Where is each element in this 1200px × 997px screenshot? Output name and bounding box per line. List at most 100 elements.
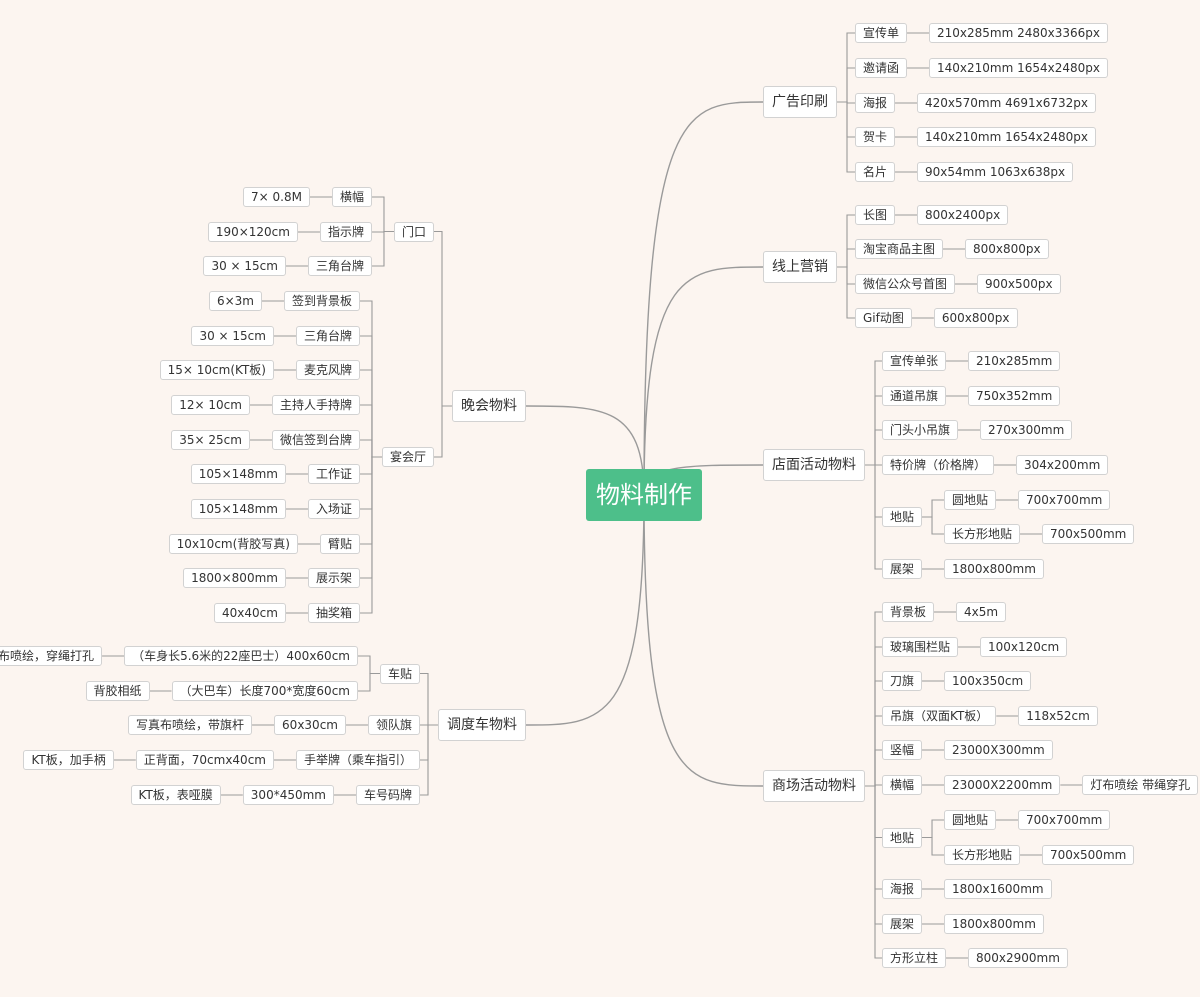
node-d3-86[interactable]: （车身长5.6米的22座巴士）400x60cm bbox=[124, 646, 358, 666]
node-d3-9[interactable]: 90x54mm 1063x638px bbox=[917, 162, 1074, 182]
node-d3-56[interactable]: 800x2900mm bbox=[968, 948, 1068, 968]
branch-node-2[interactable]: 店面活动物料 bbox=[763, 449, 865, 481]
node-d2-39[interactable]: 吊旗（双面KT板） bbox=[882, 706, 997, 726]
node-d2-16[interactable]: Gif动图 bbox=[855, 308, 912, 328]
node-d3-60[interactable]: 指示牌 bbox=[319, 222, 372, 242]
node-d3-69[interactable]: 麦克风牌 bbox=[295, 360, 360, 380]
node-d3-77[interactable]: 入场证 bbox=[307, 499, 360, 519]
node-d2-4[interactable]: 海报 bbox=[855, 93, 896, 113]
node-d4-89[interactable]: 背胶相纸 bbox=[85, 681, 150, 701]
node-d2-26[interactable]: 地贴 bbox=[882, 507, 923, 527]
node-d3-7[interactable]: 140x210mm 1654x2480px bbox=[917, 127, 1097, 147]
node-d4-76[interactable]: 105×148mm bbox=[190, 464, 286, 484]
node-d2-0[interactable]: 宣传单 bbox=[855, 23, 908, 43]
node-d3-44[interactable]: 23000X2200mm bbox=[944, 775, 1061, 795]
node-d3-36[interactable]: 100x120cm bbox=[980, 637, 1068, 657]
node-d2-18[interactable]: 宣传单张 bbox=[882, 351, 947, 371]
node-d4-95[interactable]: KT板，加手柄 bbox=[23, 750, 114, 770]
node-d2-41[interactable]: 竖幅 bbox=[882, 740, 923, 760]
node-d3-54[interactable]: 1800x800mm bbox=[944, 914, 1044, 934]
node-d2-51[interactable]: 海报 bbox=[882, 879, 923, 899]
node-d2-22[interactable]: 门头小吊旗 bbox=[882, 420, 959, 440]
node-d4-48[interactable]: 700x700mm bbox=[1018, 810, 1111, 830]
node-d4-80[interactable]: 10x10cm(背胶写真) bbox=[168, 534, 298, 554]
node-d3-23[interactable]: 270x300mm bbox=[980, 420, 1073, 440]
node-d3-38[interactable]: 100x350cm bbox=[944, 671, 1032, 691]
node-d3-58[interactable]: 横幅 bbox=[331, 187, 372, 207]
node-d2-90[interactable]: 领队旗 bbox=[367, 715, 420, 735]
node-d2-24[interactable]: 特价牌（价格牌） bbox=[882, 455, 995, 475]
node-d4-98[interactable]: KT板，表哑膜 bbox=[130, 785, 221, 805]
node-d3-62[interactable]: 三角台牌 bbox=[307, 256, 372, 276]
branch-node-1[interactable]: 线上营销 bbox=[763, 251, 837, 283]
node-d2-20[interactable]: 通道吊旗 bbox=[882, 386, 947, 406]
root-node[interactable]: 物料制作 bbox=[586, 469, 702, 521]
node-d4-92[interactable]: 写真布喷绘，带旗杆 bbox=[128, 715, 253, 735]
node-d3-17[interactable]: 600x800px bbox=[933, 308, 1018, 328]
node-d3-13[interactable]: 800x800px bbox=[965, 239, 1049, 259]
node-d4-50[interactable]: 700x500mm bbox=[1042, 845, 1135, 865]
node-d4-63[interactable]: 30 × 15cm bbox=[203, 256, 286, 276]
node-d3-73[interactable]: 微信签到台牌 bbox=[271, 430, 360, 450]
node-d2-55[interactable]: 方形立柱 bbox=[882, 948, 947, 968]
node-d2-33[interactable]: 背景板 bbox=[882, 602, 935, 622]
node-d4-82[interactable]: 1800×800mm bbox=[183, 568, 286, 588]
node-d4-87[interactable]: 灯布喷绘，穿绳打孔 bbox=[0, 646, 103, 666]
node-d2-14[interactable]: 微信公众号首图 bbox=[855, 274, 956, 294]
node-d2-43[interactable]: 横幅 bbox=[882, 775, 923, 795]
node-d4-74[interactable]: 35× 25cm bbox=[171, 430, 250, 450]
node-d3-75[interactable]: 工作证 bbox=[307, 464, 360, 484]
node-d3-1[interactable]: 210x285mm 2480x3366px bbox=[929, 23, 1109, 43]
node-d4-45[interactable]: 灯布喷绘 带绳穿孔 bbox=[1082, 775, 1199, 795]
node-d2-10[interactable]: 长图 bbox=[855, 205, 896, 225]
node-d4-68[interactable]: 30 × 15cm bbox=[191, 326, 274, 346]
node-d2-8[interactable]: 名片 bbox=[855, 162, 896, 182]
node-d4-61[interactable]: 190×120cm bbox=[207, 222, 298, 242]
node-d3-11[interactable]: 800x2400px bbox=[917, 205, 1009, 225]
node-d2-2[interactable]: 邀请函 bbox=[855, 58, 908, 78]
node-d3-52[interactable]: 1800x1600mm bbox=[944, 879, 1052, 899]
node-d3-25[interactable]: 304x200mm bbox=[1016, 455, 1109, 475]
node-d4-72[interactable]: 12× 10cm bbox=[171, 395, 250, 415]
node-d3-71[interactable]: 主持人手持牌 bbox=[271, 395, 360, 415]
node-d4-70[interactable]: 15× 10cm(KT板) bbox=[159, 360, 274, 380]
node-d3-83[interactable]: 抽奖箱 bbox=[307, 603, 360, 623]
node-d3-91[interactable]: 60x30cm bbox=[274, 715, 346, 735]
node-d2-85[interactable]: 车贴 bbox=[379, 663, 420, 684]
node-d3-42[interactable]: 23000X300mm bbox=[944, 740, 1053, 760]
node-d3-29[interactable]: 长方形地贴 bbox=[944, 524, 1021, 544]
node-d2-93[interactable]: 手举牌（乘车指引） bbox=[295, 750, 420, 770]
node-d3-94[interactable]: 正背面，70cmx40cm bbox=[135, 750, 274, 770]
node-d2-64[interactable]: 宴会厅 bbox=[381, 447, 434, 467]
branch-node-5[interactable]: 调度车物料 bbox=[438, 709, 526, 741]
node-d3-34[interactable]: 4x5m bbox=[956, 602, 1007, 622]
node-d4-84[interactable]: 40x40cm bbox=[214, 603, 286, 623]
node-d2-46[interactable]: 地贴 bbox=[882, 827, 923, 848]
node-d2-6[interactable]: 贺卡 bbox=[855, 127, 896, 147]
node-d3-15[interactable]: 900x500px bbox=[977, 274, 1061, 294]
branch-node-3[interactable]: 商场活动物料 bbox=[763, 770, 865, 802]
node-d3-3[interactable]: 140x210mm 1654x2480px bbox=[929, 58, 1109, 78]
node-d2-57[interactable]: 门口 bbox=[393, 221, 434, 242]
node-d2-37[interactable]: 刀旗 bbox=[882, 671, 923, 691]
node-d2-35[interactable]: 玻璃围栏贴 bbox=[882, 637, 959, 657]
node-d3-67[interactable]: 三角台牌 bbox=[295, 326, 360, 346]
node-d2-31[interactable]: 展架 bbox=[882, 559, 923, 579]
node-d4-30[interactable]: 700x500mm bbox=[1042, 524, 1135, 544]
node-d4-59[interactable]: 7× 0.8M bbox=[243, 187, 310, 207]
node-d3-49[interactable]: 长方形地贴 bbox=[944, 845, 1021, 865]
node-d3-27[interactable]: 圆地贴 bbox=[944, 490, 997, 510]
node-d3-88[interactable]: （大巴车）长度700*宽度60cm bbox=[171, 681, 358, 701]
node-d3-5[interactable]: 420x570mm 4691x6732px bbox=[917, 93, 1097, 113]
node-d3-79[interactable]: 臂贴 bbox=[319, 534, 360, 554]
node-d3-21[interactable]: 750x352mm bbox=[968, 386, 1061, 406]
node-d2-53[interactable]: 展架 bbox=[882, 914, 923, 934]
node-d3-40[interactable]: 118x52cm bbox=[1018, 706, 1098, 726]
node-d2-12[interactable]: 淘宝商品主图 bbox=[855, 239, 944, 259]
node-d2-96[interactable]: 车号码牌 bbox=[355, 785, 420, 805]
node-d4-66[interactable]: 6×3m bbox=[208, 291, 262, 311]
node-d3-47[interactable]: 圆地贴 bbox=[944, 810, 997, 830]
branch-node-0[interactable]: 广告印刷 bbox=[763, 86, 837, 118]
node-d3-81[interactable]: 展示架 bbox=[307, 568, 360, 588]
node-d3-97[interactable]: 300*450mm bbox=[242, 785, 334, 805]
